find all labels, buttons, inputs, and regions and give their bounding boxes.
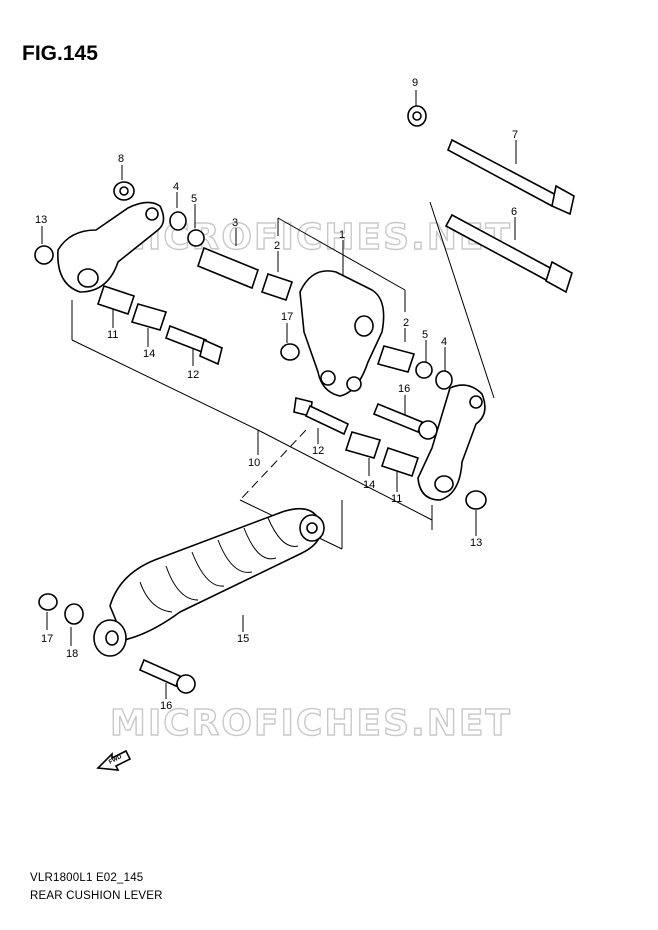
callout-5b: 5 [422, 329, 428, 341]
callout-numbers: 9 7 8 4 5 6 13 3 2 1 2 17 5 4 11 14 12 1… [35, 77, 518, 712]
callout-2b: 2 [403, 317, 409, 329]
callout-4: 4 [173, 181, 179, 193]
bolt-7 [446, 138, 575, 216]
washer-4-right [435, 370, 453, 390]
cushion-lever-1 [299, 270, 385, 397]
callout-10: 10 [248, 457, 260, 469]
callout-13b: 13 [470, 537, 482, 549]
link-10-right [417, 384, 486, 501]
callout-12: 12 [187, 369, 199, 381]
bolt-12-center [293, 397, 350, 436]
seal-5-right [415, 361, 433, 379]
callout-15: 15 [237, 633, 249, 645]
spacer-14-right [344, 431, 382, 459]
figure-title: FIG.145 [22, 42, 98, 65]
nut-17-upper [280, 343, 300, 361]
nut-17-lower [38, 593, 58, 611]
figure-code: VLR1800L1 E02_145 [30, 872, 144, 884]
callout-13: 13 [35, 214, 47, 226]
nut-13-right [465, 490, 487, 510]
callout-9: 9 [412, 77, 418, 89]
callout-7: 7 [512, 129, 518, 141]
shock-absorber-15 [93, 507, 325, 657]
callout-6: 6 [511, 206, 517, 218]
callout-17b: 17 [41, 633, 53, 645]
link-10-left [57, 201, 165, 293]
callout-8: 8 [118, 153, 124, 165]
seal-5-left [187, 229, 205, 247]
nut-8 [113, 181, 135, 201]
bolt-16-lower [138, 658, 196, 694]
callout-14: 14 [143, 348, 155, 360]
callout-16: 16 [398, 383, 410, 395]
spacer-14-left [130, 303, 168, 331]
nut-13-left [34, 245, 54, 265]
callout-16b: 16 [160, 700, 172, 712]
bolt-6 [444, 213, 573, 294]
bearing-2-right [376, 345, 416, 373]
callout-11b: 11 [391, 493, 402, 505]
bearing-11-right [380, 446, 420, 478]
figure-description: REAR CUSHION LEVER [30, 890, 163, 902]
callout-14b: 14 [363, 479, 375, 491]
bolt-12-left [165, 324, 223, 366]
callout-4b: 4 [441, 336, 447, 348]
callout-18: 18 [66, 648, 78, 660]
callout-11: 11 [107, 329, 118, 341]
callout-3: 3 [232, 217, 238, 229]
callout-5: 5 [191, 193, 197, 205]
callout-1: 1 [339, 229, 345, 241]
callout-17: 17 [281, 311, 293, 323]
watermark-lower: MICROFICHES.NET [110, 703, 512, 744]
fwd-direction-arrow: FWD [96, 749, 132, 771]
bearing-2-upper [260, 272, 294, 302]
callout-12b: 12 [312, 445, 324, 457]
collar-18 [64, 603, 84, 625]
spacer-3 [197, 246, 259, 290]
callout-2: 2 [274, 240, 280, 252]
washer-4-left [169, 211, 187, 231]
bearing-11-left [96, 284, 136, 316]
nut-9 [407, 105, 427, 127]
